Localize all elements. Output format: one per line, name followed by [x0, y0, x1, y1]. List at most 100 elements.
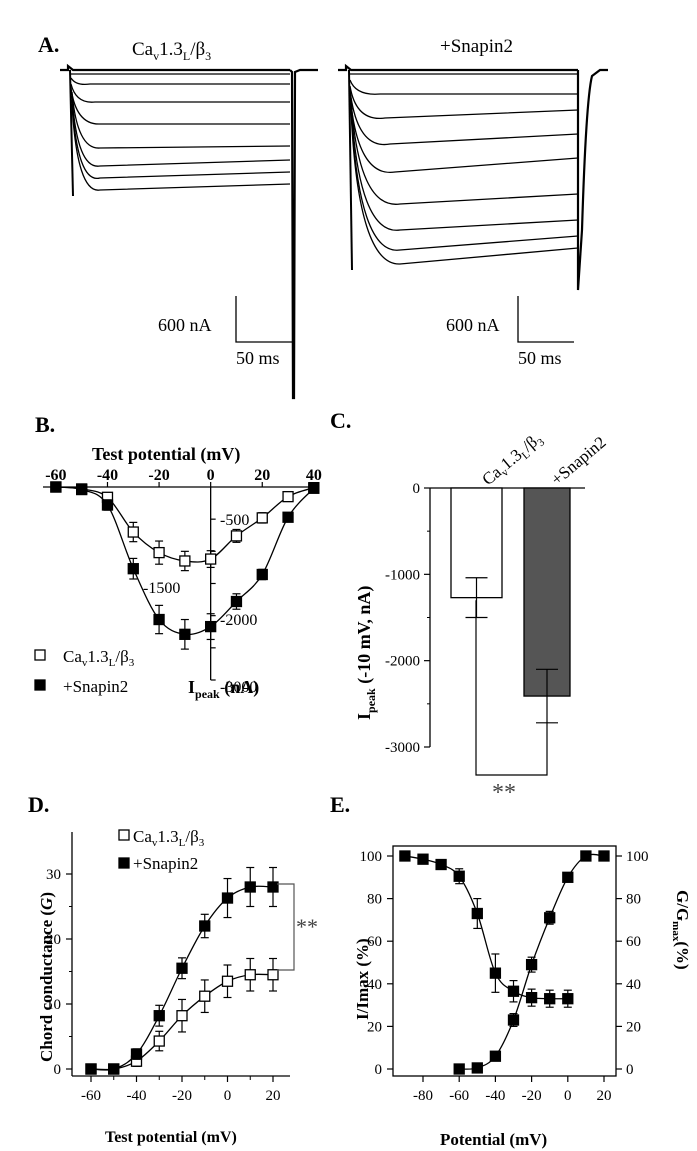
panel-b-xlabel: Test potential (mV) — [92, 444, 240, 465]
panel-e-ylabel: I/Imax (%) — [353, 938, 372, 1020]
y-tick-label-right: 80 — [626, 892, 641, 908]
panel-b-legend: Cav1.3L/β3 +Snapin2 — [34, 647, 135, 696]
y-tick-label: -1000 — [385, 567, 420, 583]
y-tick-label: -3000 — [220, 679, 257, 696]
inactivation-data-point — [562, 993, 574, 1005]
left-trace-6 — [71, 95, 291, 167]
right-trace-9 — [350, 109, 579, 265]
x-tick-label: -40 — [127, 1088, 147, 1104]
snapin-data-point — [282, 511, 294, 523]
activation-data-point — [453, 1063, 465, 1075]
inactivation-data-point — [399, 850, 411, 862]
snapin-data-point — [85, 1063, 97, 1075]
inactivation-data-point — [489, 967, 502, 979]
left-trace-7 — [71, 99, 291, 179]
control-data-point — [205, 553, 217, 565]
right-trace-6 — [350, 97, 579, 205]
y-tick-label: 20 — [46, 932, 61, 948]
y-tick-label: -2000 — [385, 654, 420, 670]
panel-a-label: A. — [38, 32, 59, 57]
snapin-data-point — [153, 1010, 165, 1022]
y-tick-label-left: 0 — [375, 1062, 383, 1078]
activation-data-point — [525, 958, 538, 971]
x-tick-label: -20 — [148, 467, 169, 484]
panel-c-xtick-snapin: +Snapin2 — [547, 433, 609, 490]
panel-a-left-title: Cav1.3L/β3 — [132, 39, 211, 63]
snapin-data-point — [230, 595, 243, 608]
x-tick-label: 20 — [254, 467, 270, 484]
right-scale-lines — [517, 296, 574, 343]
left-trace-5 — [71, 91, 291, 149]
x-tick-label: 0 — [224, 1088, 232, 1104]
activation-data-point — [562, 871, 574, 883]
legend-snapin-label: +Snapin2 — [133, 854, 198, 873]
right-scale-current: 600 nA — [446, 315, 500, 335]
panel-a-right-title: +Snapin2 — [440, 36, 513, 57]
control-data-point — [256, 512, 268, 524]
inactivation-data-point — [471, 907, 483, 920]
significance-bracket — [475, 600, 548, 776]
inactivation-data-point — [544, 993, 556, 1005]
right-trace-8 — [350, 105, 579, 251]
y-tick-label-left: 80 — [367, 892, 382, 908]
y-tick-label: -2000 — [220, 612, 257, 629]
x-tick-label: 20 — [597, 1088, 612, 1104]
control-data-point — [153, 546, 165, 559]
x-tick-label: -80 — [413, 1088, 433, 1104]
left-scale-bar: 600 nA 50 ms — [158, 296, 292, 368]
panel-c: C. 0-1000-2000-3000** Cav1.3L/β3 +Snapin… — [330, 408, 610, 806]
control-data-point — [153, 1035, 165, 1047]
x-tick-label: 20 — [266, 1088, 281, 1104]
legend-open-square — [34, 649, 46, 661]
x-tick-label: -60 — [449, 1088, 469, 1104]
right-trace-5 — [349, 93, 579, 173]
panel-a: A. Cav1.3L/β3 +Snapin2 — [38, 32, 608, 400]
inactivation-data-point — [453, 870, 465, 882]
y-tick-label-right: 0 — [626, 1062, 634, 1078]
panel-d-label: D. — [28, 792, 49, 817]
legend-filled-square — [34, 679, 46, 691]
y-tick-label-right: 60 — [626, 934, 641, 950]
panel-e-xlabel: Potential (mV) — [440, 1130, 547, 1149]
legend-open-square — [118, 829, 130, 841]
control-data-point — [267, 969, 279, 981]
x-tick-label: -20 — [522, 1088, 542, 1104]
activation-data-point — [598, 850, 610, 862]
panel-b-label: B. — [35, 412, 55, 437]
right-tail — [576, 68, 608, 291]
activation-data-point — [489, 1050, 502, 1062]
snapin-data-point — [199, 920, 211, 932]
control-data-point — [282, 490, 294, 503]
control-data-point — [127, 526, 139, 538]
control-data-point — [244, 969, 256, 981]
panel-c-ylabel: Ipeak (-10 mV, nA) — [354, 586, 378, 720]
left-tail — [289, 68, 318, 400]
left-baseline — [60, 63, 290, 72]
inactivation-fit-curve — [404, 855, 568, 1000]
control-data-point — [176, 1010, 188, 1022]
inactivation-data-point — [507, 985, 520, 997]
x-tick-label: -40 — [485, 1088, 505, 1104]
snapin-data-point — [108, 1063, 120, 1075]
x-tick-label: -40 — [97, 467, 118, 484]
snapin-data-point — [244, 881, 256, 893]
snapin-bar — [523, 487, 571, 697]
right-trace-3 — [349, 85, 579, 120]
x-tick-label: 0 — [207, 467, 215, 484]
y-tick-label-left: 40 — [367, 977, 382, 993]
control-data-point — [179, 555, 191, 567]
x-tick-label: -20 — [172, 1088, 192, 1104]
left-trace-4 — [70, 87, 290, 125]
snapin-data-point — [179, 628, 191, 640]
snapin-data-point — [153, 613, 165, 626]
activation-data-point — [471, 1062, 483, 1074]
panel-c-plot: 0-1000-2000-3000** — [385, 481, 585, 806]
y-tick-label-right: 40 — [626, 977, 641, 993]
right-scale-time: 50 ms — [518, 348, 562, 368]
snapin-data-point — [176, 962, 188, 974]
